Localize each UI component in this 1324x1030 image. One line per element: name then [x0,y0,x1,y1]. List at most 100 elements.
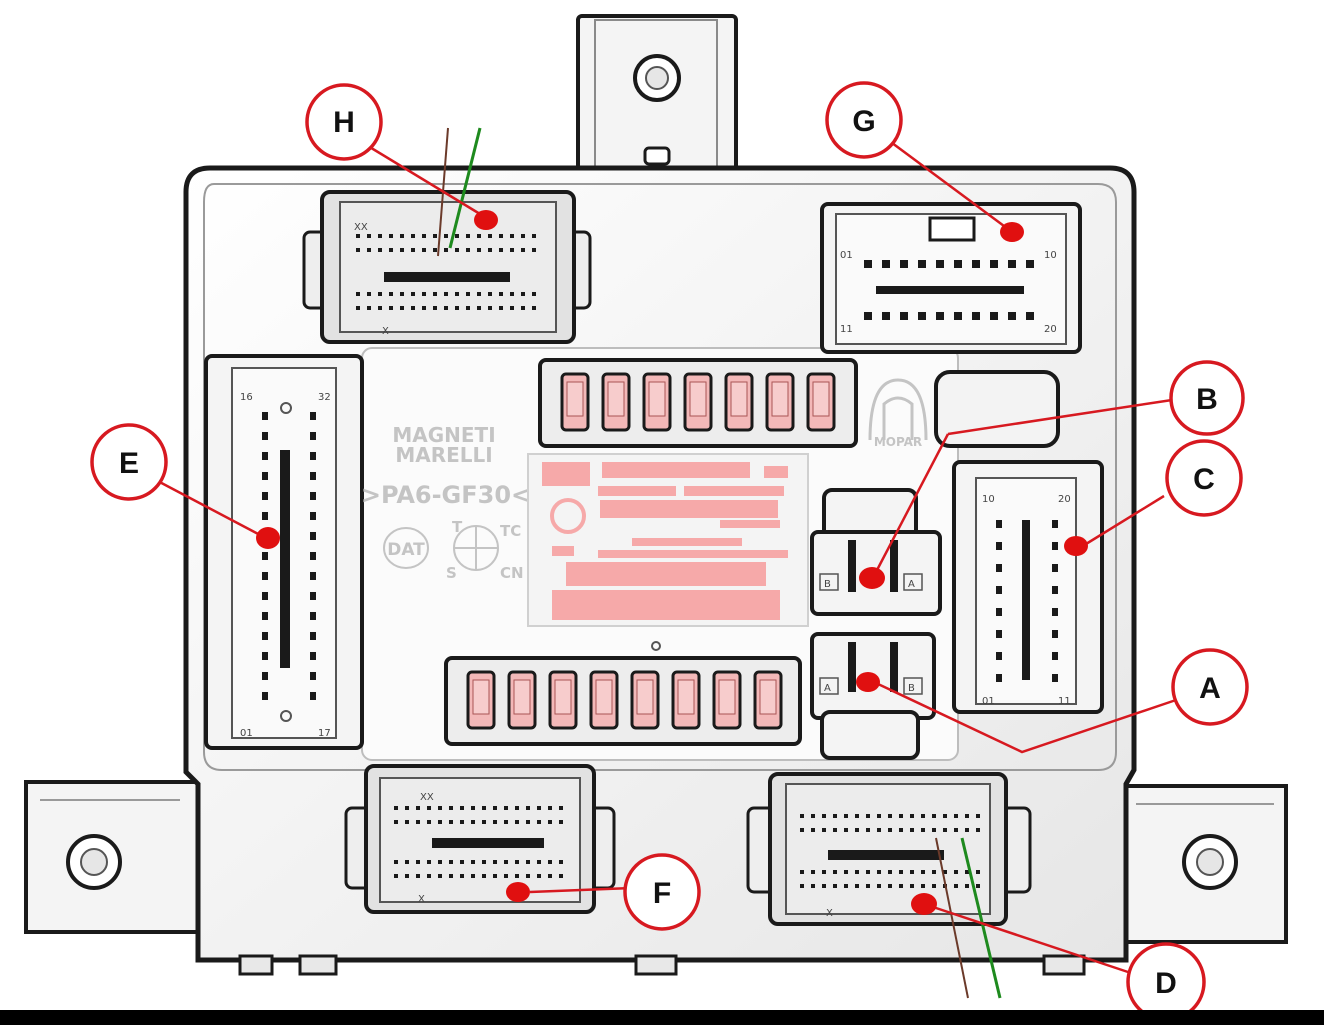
connector-pin [877,870,881,874]
connector-g: 01 10 11 20 [820,202,1082,354]
connector-pin [976,828,980,832]
connector-pin [844,884,848,888]
connector-a-pin-a: A [824,683,831,694]
connector-pin [1052,520,1058,528]
connector-pin [460,874,464,878]
connector-c-pin-10: 10 [982,494,995,505]
connector-pin [455,234,459,238]
fuse-window [513,679,531,715]
connector-pin [943,828,947,832]
connector-pin [510,292,514,296]
connector-pin [954,312,962,320]
connector-pin [537,820,541,824]
connector-pin [965,828,969,832]
marker-a-dot [856,672,880,692]
connector-pin [888,814,892,818]
connector-pin [504,806,508,810]
connector-pin [932,870,936,874]
connector-pin [427,820,431,824]
connector-pin [449,806,453,810]
connector-pin [910,884,914,888]
connector-pin [559,874,563,878]
connector-pin [510,248,514,252]
connector-pin [1026,260,1034,268]
connector-pin [262,452,268,460]
connector-pin [405,820,409,824]
connector-pin [262,632,268,640]
connector-pin [400,292,404,296]
connector-pin [855,828,859,832]
connector-pin [910,814,914,818]
connector-pin [866,870,870,874]
connector-c: 10 20 01 11 [952,460,1104,714]
callout-h-label: H [333,106,355,139]
connector-pin [559,806,563,810]
dial-t: T [452,518,463,536]
connector-pin [811,884,815,888]
connector-pin [811,814,815,818]
callout-b-label: B [1196,383,1218,416]
connector-d: X [746,772,1032,926]
connector-pin [899,814,903,818]
connector-pin [477,248,481,252]
connector-pin [378,234,382,238]
connector-pin [888,884,892,888]
connector-c-pin-11: 11 [1058,696,1071,707]
connector-b: B A [810,488,942,616]
connector-g-pin-20: 20 [1044,324,1057,335]
connector-pin [996,564,1002,572]
connector-pin [411,292,415,296]
fuse-window [595,679,613,715]
connector-pin [262,432,268,440]
mopar-logo-icon [868,378,928,441]
connector-pin [482,806,486,810]
connector-pin [965,814,969,818]
connector-pin [548,806,552,810]
connector-pin [416,874,420,878]
label-sticker [527,453,809,651]
connector-pin [433,306,437,310]
connector-pin [866,884,870,888]
fuse-window [566,381,584,417]
connector-pin [455,248,459,252]
fuse-window [636,679,654,715]
connector-pin [455,306,459,310]
connector-pin [449,860,453,864]
connector-pin [921,828,925,832]
connector-pin [310,452,316,460]
connector-pin [262,592,268,600]
connector-pin [954,870,958,874]
connector-pin [482,860,486,864]
connector-pin [559,820,563,824]
connector-pin [262,552,268,560]
connector-pin [844,870,848,874]
connector-pin [394,874,398,878]
connector-pin [532,234,536,238]
connector-pin [888,828,892,832]
connector-pin [877,814,881,818]
connector-pin [488,306,492,310]
connector-pin [378,248,382,252]
connector-pin [1052,674,1058,682]
connector-pin [444,234,448,238]
connector-pin [389,306,393,310]
connector-pin [921,870,925,874]
connector-pin [965,870,969,874]
fuse-window [677,679,695,715]
connector-pin [482,820,486,824]
connector-pin [493,874,497,878]
connector-pin [411,306,415,310]
callout-c-label: C [1193,463,1215,496]
mopar-emboss: MOPAR [874,435,922,449]
connector-pin [1008,312,1016,320]
connector-e-pin-16: 16 [240,392,253,403]
connector-pin [405,860,409,864]
connector-pin [855,884,859,888]
connector-pin [262,652,268,660]
connector-pin [526,806,530,810]
connector-e-pin-17: 17 [318,728,331,739]
connector-b-pin-b: B [824,579,831,590]
connector-g-pin-01: 01 [840,250,853,261]
connector-pin [521,234,525,238]
connector-pin [466,306,470,310]
